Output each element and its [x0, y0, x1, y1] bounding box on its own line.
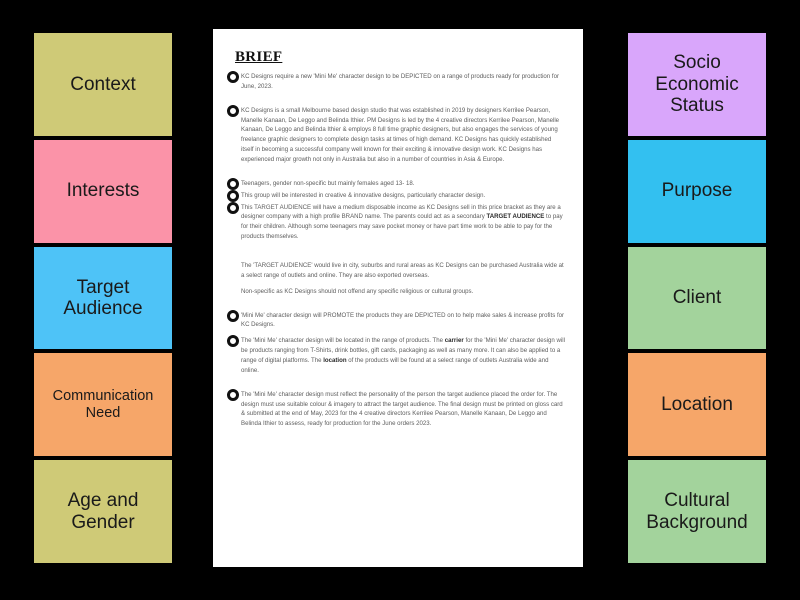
brief-paragraph: This TARGET AUDIENCE will have a medium … [227, 201, 565, 242]
card-interests[interactable]: Interests [34, 139, 172, 243]
brief-paragraph: This group will be interested in creativ… [227, 189, 565, 202]
bullet-circle-icon [227, 71, 239, 83]
brief-paragraph: Non-specific as KC Designs should not of… [227, 287, 565, 297]
card-label: Purpose [661, 180, 733, 202]
paragraph-text: This TARGET AUDIENCE will have a medium … [241, 203, 563, 241]
card-cultural-background[interactable]: Cultural Background [628, 460, 766, 563]
card-communication-need[interactable]: Communication Need [34, 353, 172, 457]
paragraph-text: The 'TARGET AUDIENCE' would live in city… [241, 262, 564, 279]
bullet-circle-icon [227, 189, 239, 202]
card-label: Communication Need [52, 388, 154, 421]
document-body: KC Designs require a new 'Mini Me' chara… [227, 71, 565, 429]
bullet-circle-icon [227, 177, 239, 190]
paragraph-text: Non-specific as KC Designs should not of… [241, 287, 474, 295]
bullet-circle-icon [227, 201, 239, 214]
brief-paragraph: The 'TARGET AUDIENCE' would live in city… [227, 261, 565, 281]
paragraph-text: This group will be interested in creativ… [241, 191, 486, 199]
paragraph-text: 'Mini Me' character design will PROMOTE … [241, 311, 565, 329]
card-label: Context [70, 73, 136, 95]
document-title: BRIEF [235, 49, 283, 65]
card-location[interactable]: Location [628, 353, 766, 457]
card-label: Location [661, 394, 733, 416]
brief-paragraph: The 'Mini Me' character design will be l… [227, 335, 565, 375]
card-label: Interests [66, 180, 140, 202]
card-socio-economic-status[interactable]: Socio Economic Status [628, 33, 766, 136]
brief-paragraph: KC Designs require a new 'Mini Me' chara… [227, 71, 565, 92]
card-label: Socio Economic Status [655, 52, 739, 117]
brief-paragraph: Teenagers, gender non-specific but mainl… [227, 177, 565, 190]
paragraph-text: KC Designs require a new 'Mini Me' chara… [241, 73, 560, 90]
card-label: Cultural Background [646, 490, 748, 533]
bullet-circle-icon [227, 309, 239, 322]
card-target-audience[interactable]: Target Audience [34, 246, 172, 350]
card-label: Client [672, 287, 722, 309]
paragraph-text: Teenagers, gender non-specific but mainl… [241, 179, 415, 187]
brief-paragraph: KC Designs is a small Melbourne based de… [227, 104, 565, 165]
bullet-circle-icon [227, 388, 239, 401]
paragraph-text: The 'Mini Me' character design will be l… [241, 337, 565, 374]
brief-paragraph: 'Mini Me' character design will PROMOTE … [227, 309, 565, 331]
card-age-and-gender[interactable]: Age and Gender [34, 460, 172, 563]
brief-paragraph: The 'Mini Me' character design must refl… [227, 388, 565, 429]
card-label: Age and Gender [67, 490, 139, 533]
bullet-circle-icon [227, 104, 239, 117]
card-context[interactable]: Context [34, 33, 172, 136]
paragraph-text: KC Designs is a small Melbourne based de… [241, 106, 560, 164]
bullet-circle-icon [227, 335, 239, 348]
card-purpose[interactable]: Purpose [628, 139, 766, 243]
card-label: Target Audience [63, 276, 143, 319]
card-client[interactable]: Client [628, 246, 766, 350]
brief-document-page[interactable]: BRIEF KC Designs require a new 'Mini Me'… [213, 29, 583, 567]
paragraph-text: The 'Mini Me' character design must refl… [241, 390, 563, 428]
